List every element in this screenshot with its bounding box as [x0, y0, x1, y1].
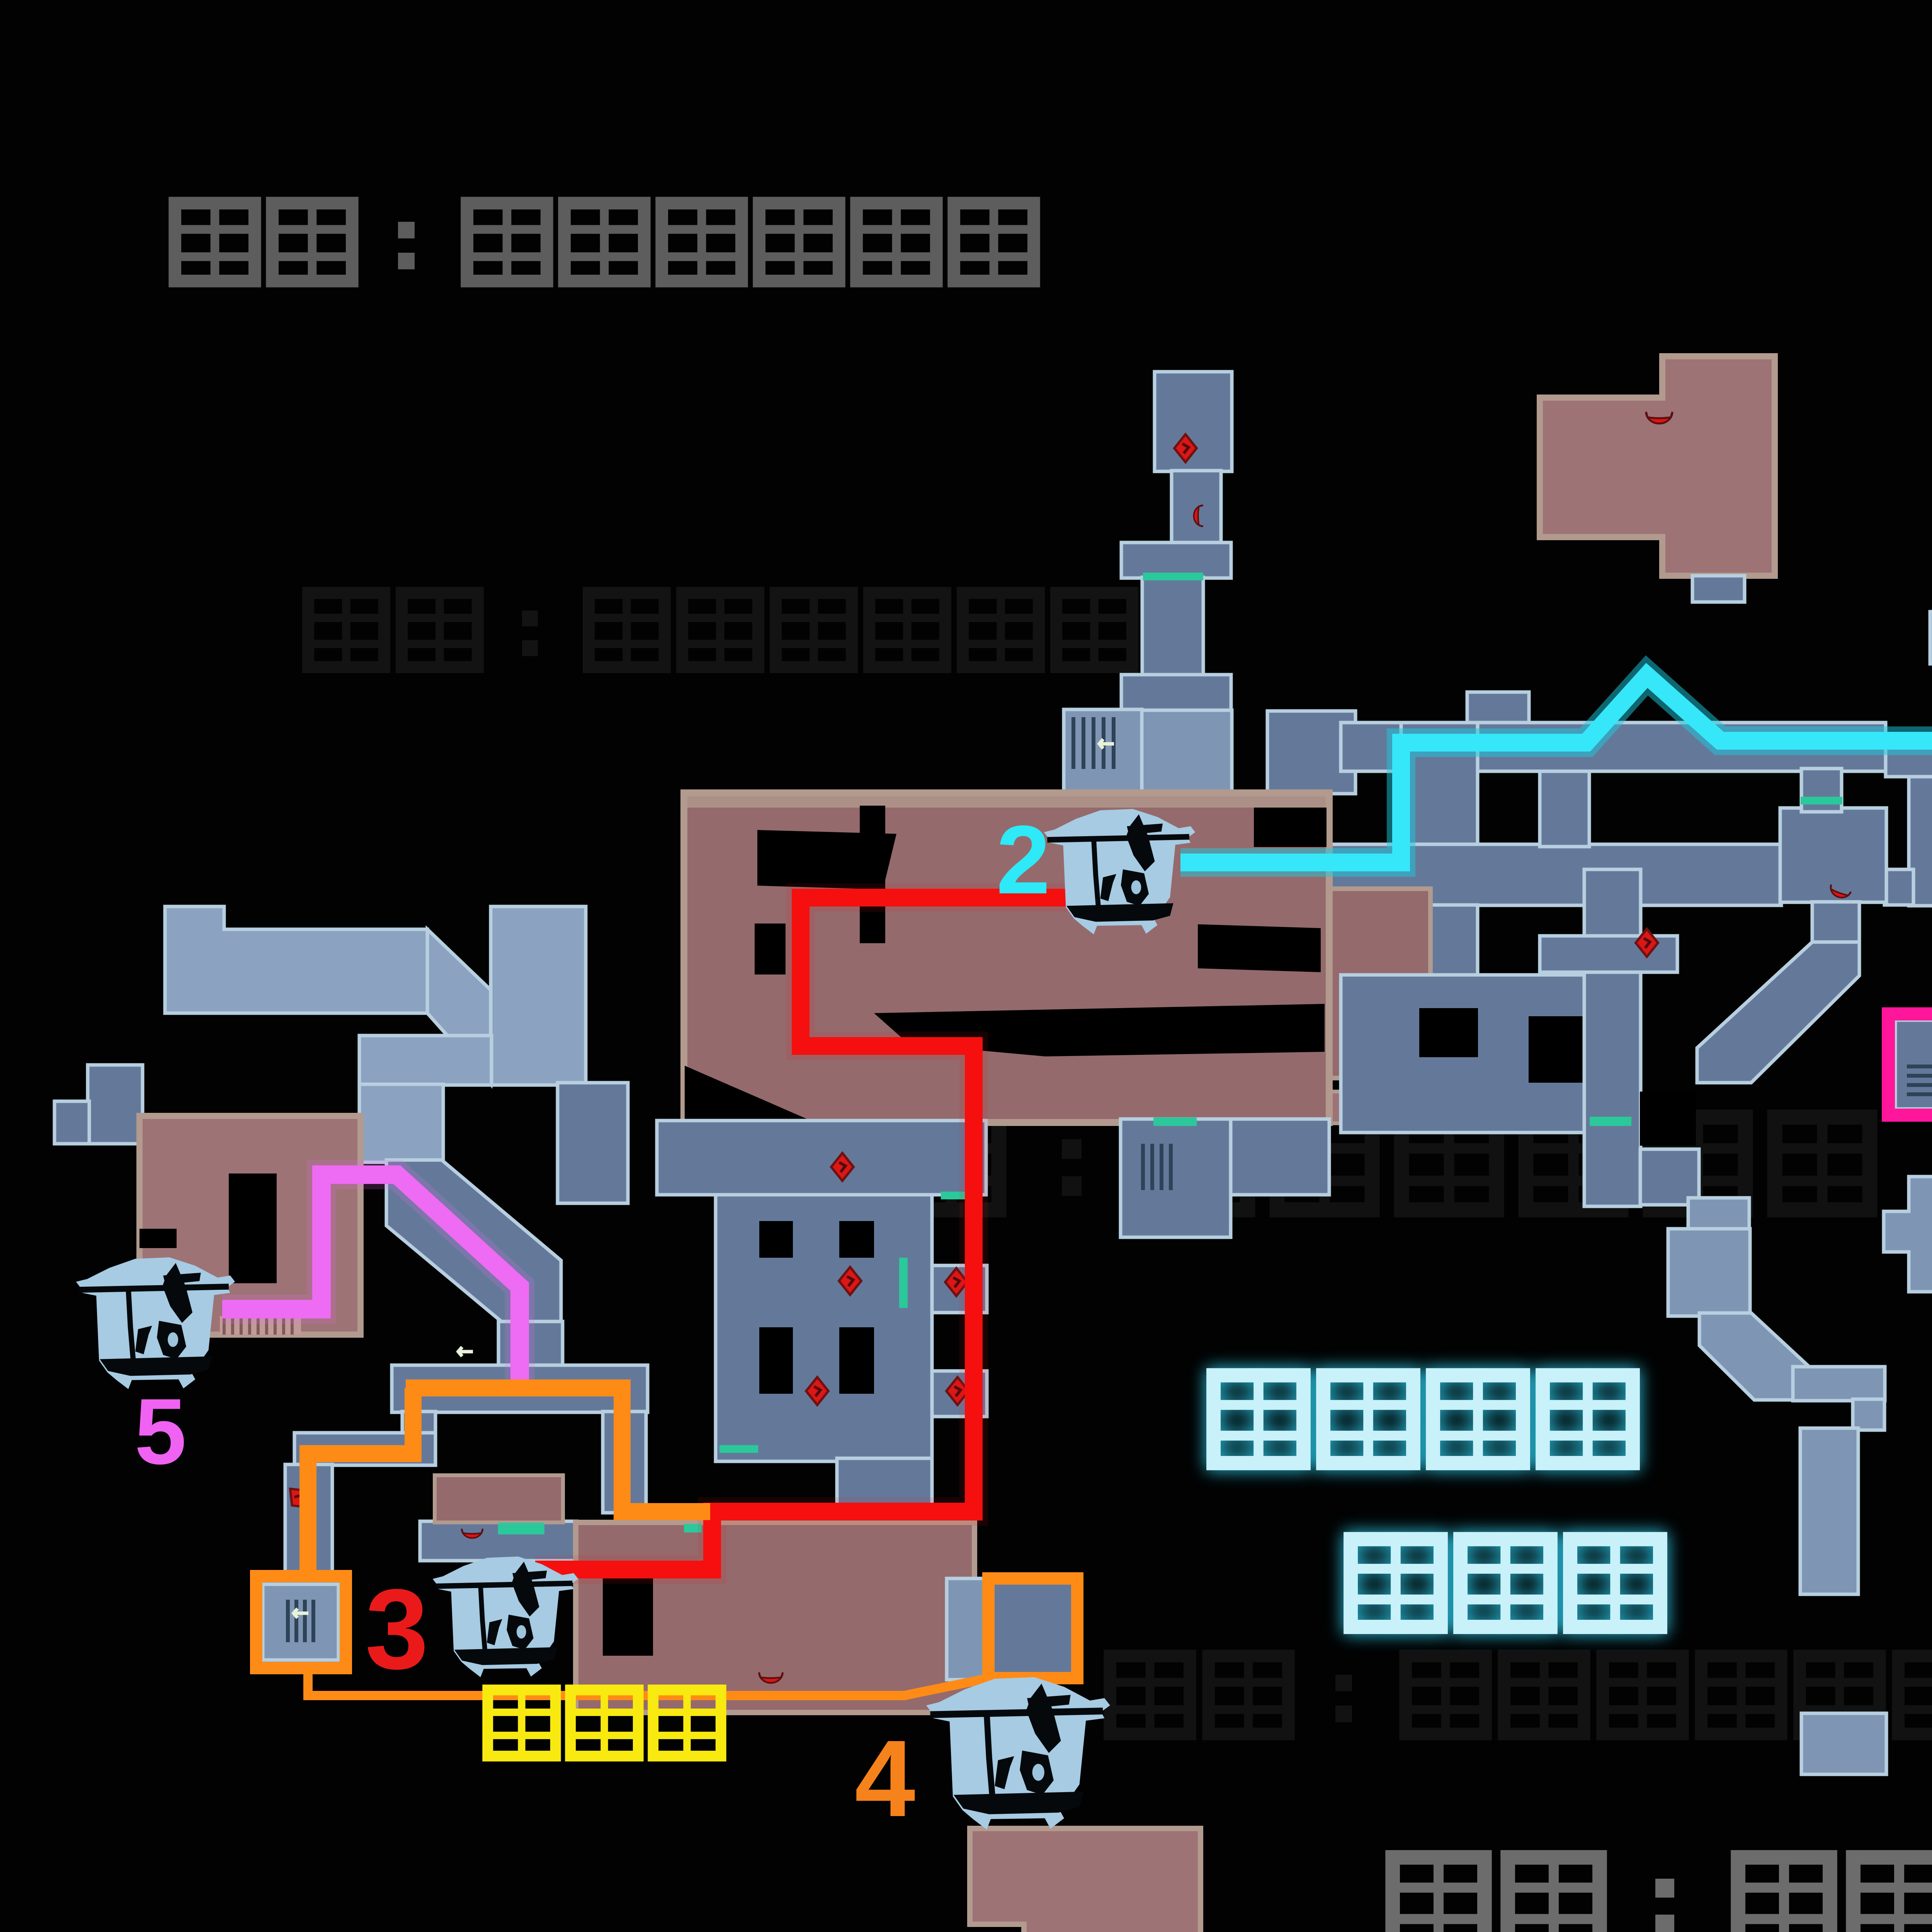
svg-text:2: 2 [996, 806, 1050, 914]
svg-text:3: 3 [365, 1565, 429, 1693]
svg-text:5: 5 [134, 1379, 187, 1484]
svg-text:4: 4 [855, 1718, 916, 1839]
